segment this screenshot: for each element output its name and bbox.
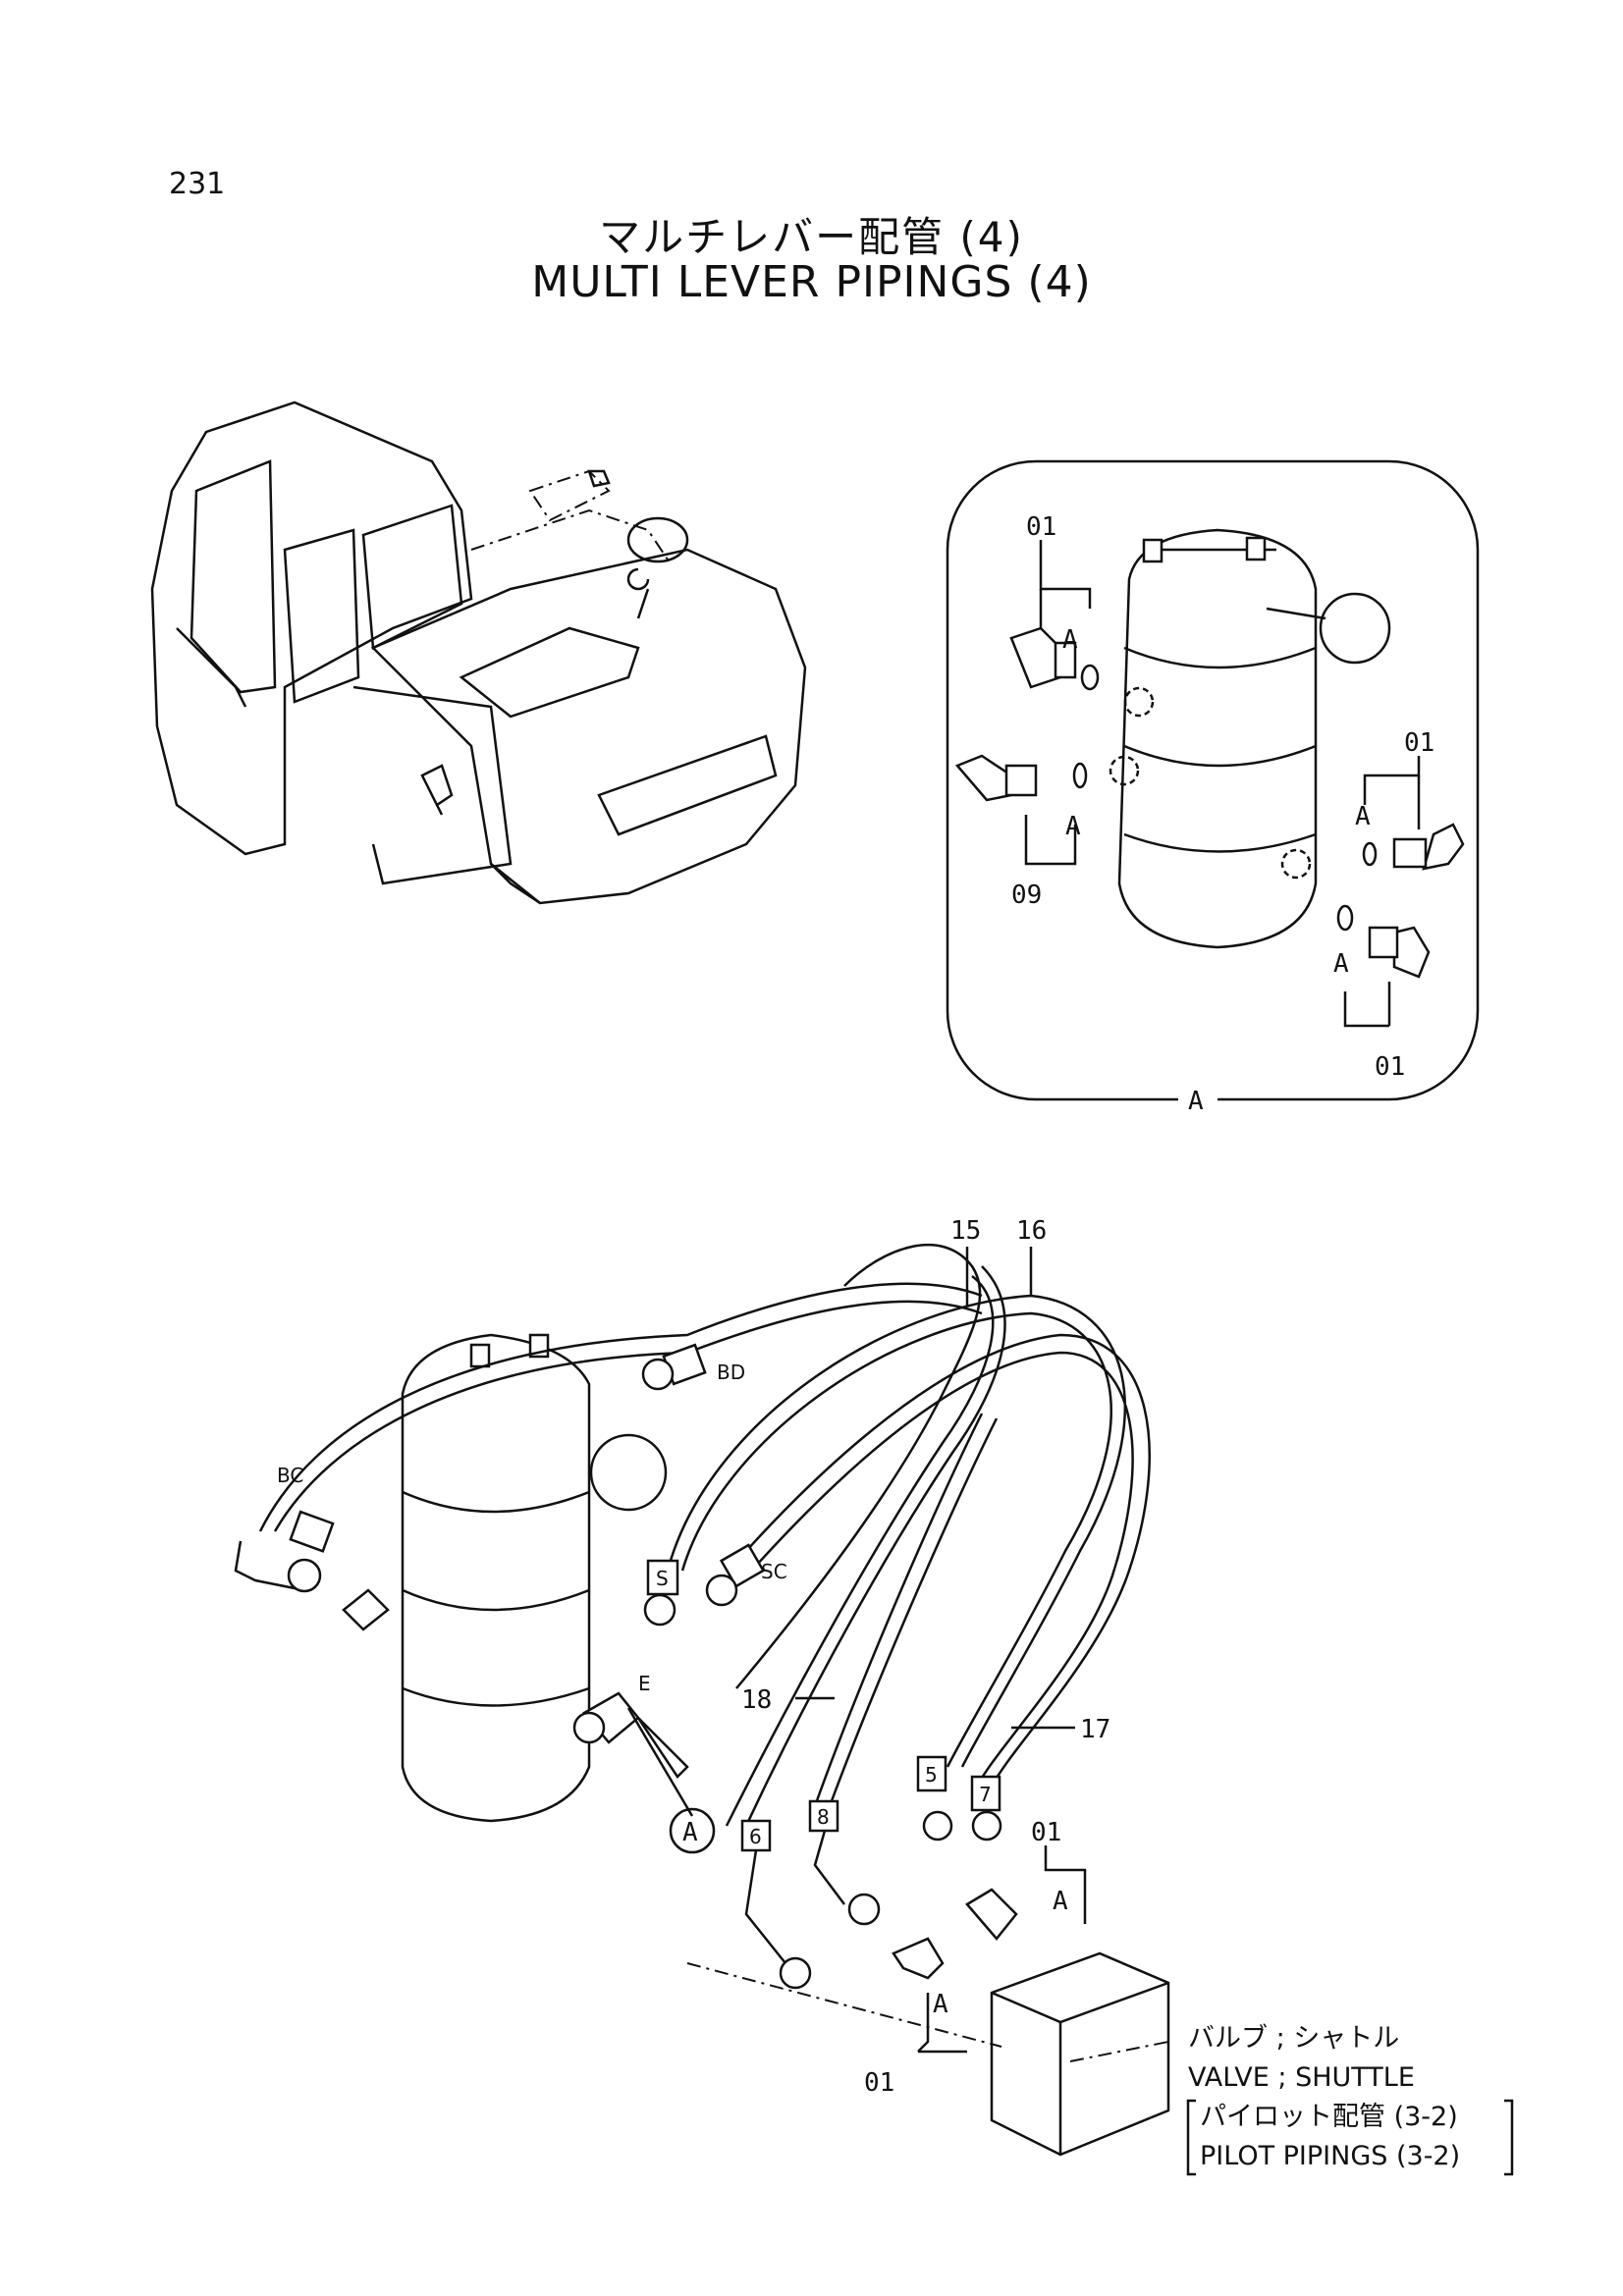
port-s: S bbox=[656, 1567, 669, 1590]
label-16: 16 bbox=[1016, 1216, 1047, 1246]
ref-a-detail-left: A bbox=[1065, 812, 1081, 841]
detail-marker-letter: A bbox=[682, 1818, 698, 1847]
label-18: 18 bbox=[741, 1685, 772, 1715]
callout-09: 09 bbox=[1011, 881, 1042, 910]
note-valve-jp: バルブ ; シャトル bbox=[1188, 2023, 1399, 2054]
note-valve-en: VALVE ; SHUTTLE bbox=[1188, 2062, 1415, 2093]
port-e: E bbox=[638, 1672, 651, 1695]
ref-a-detail-bottom: A bbox=[1333, 949, 1349, 979]
detail-frame-label: A bbox=[1188, 1087, 1204, 1116]
ref-a-lower: A bbox=[933, 1990, 948, 2019]
hose-tag-8: 8 bbox=[817, 1805, 830, 1829]
ref-a-detail-top: A bbox=[1062, 625, 1078, 655]
label-15: 15 bbox=[950, 1216, 981, 1246]
label-01-lower: 01 bbox=[864, 2068, 894, 2098]
hose-tag-7: 7 bbox=[979, 1783, 992, 1806]
reference-notes: バルブ ; シャトル VALVE ; SHUTTLE パイロット配管 (3-2)… bbox=[1186, 2023, 1514, 2176]
main-piping-view: 15 16 17 18 01 01 BD BC SC S E 6 8 5 7 A… bbox=[234, 625, 1371, 2157]
machine-overview bbox=[150, 400, 807, 905]
detail-marker-circle bbox=[669, 1807, 716, 1854]
port-bd: BD bbox=[717, 1361, 745, 1384]
detail-view-a: A 01 01 01 bbox=[946, 459, 1480, 1116]
hose-tag-5: 5 bbox=[925, 1763, 938, 1787]
page-title-japanese: マルチレバー配管 (4) bbox=[599, 213, 1024, 261]
ref-a-detail-right: A bbox=[1355, 802, 1371, 831]
hose-tag-6: 6 bbox=[749, 1825, 762, 1848]
note-pilot-jp: パイロット配管 (3-2) bbox=[1200, 2102, 1458, 2132]
page-title: MULTI LEVER PIPINGS (4) bbox=[531, 257, 1092, 307]
note-pilot-en: PILOT PIPINGS (3-2) bbox=[1200, 2141, 1460, 2171]
port-sc: SC bbox=[761, 1560, 787, 1583]
port-bc: BC bbox=[277, 1464, 303, 1487]
page-number: 231 bbox=[169, 167, 226, 201]
callout-01-bottom: 01 bbox=[1375, 1052, 1405, 1082]
label-17: 17 bbox=[1080, 1715, 1110, 1744]
callout-01-right: 01 bbox=[1404, 728, 1434, 758]
ref-a-upper: A bbox=[1053, 1887, 1068, 1916]
label-01-upper: 01 bbox=[1031, 1818, 1061, 1847]
callout-01-top: 01 bbox=[1026, 512, 1056, 542]
